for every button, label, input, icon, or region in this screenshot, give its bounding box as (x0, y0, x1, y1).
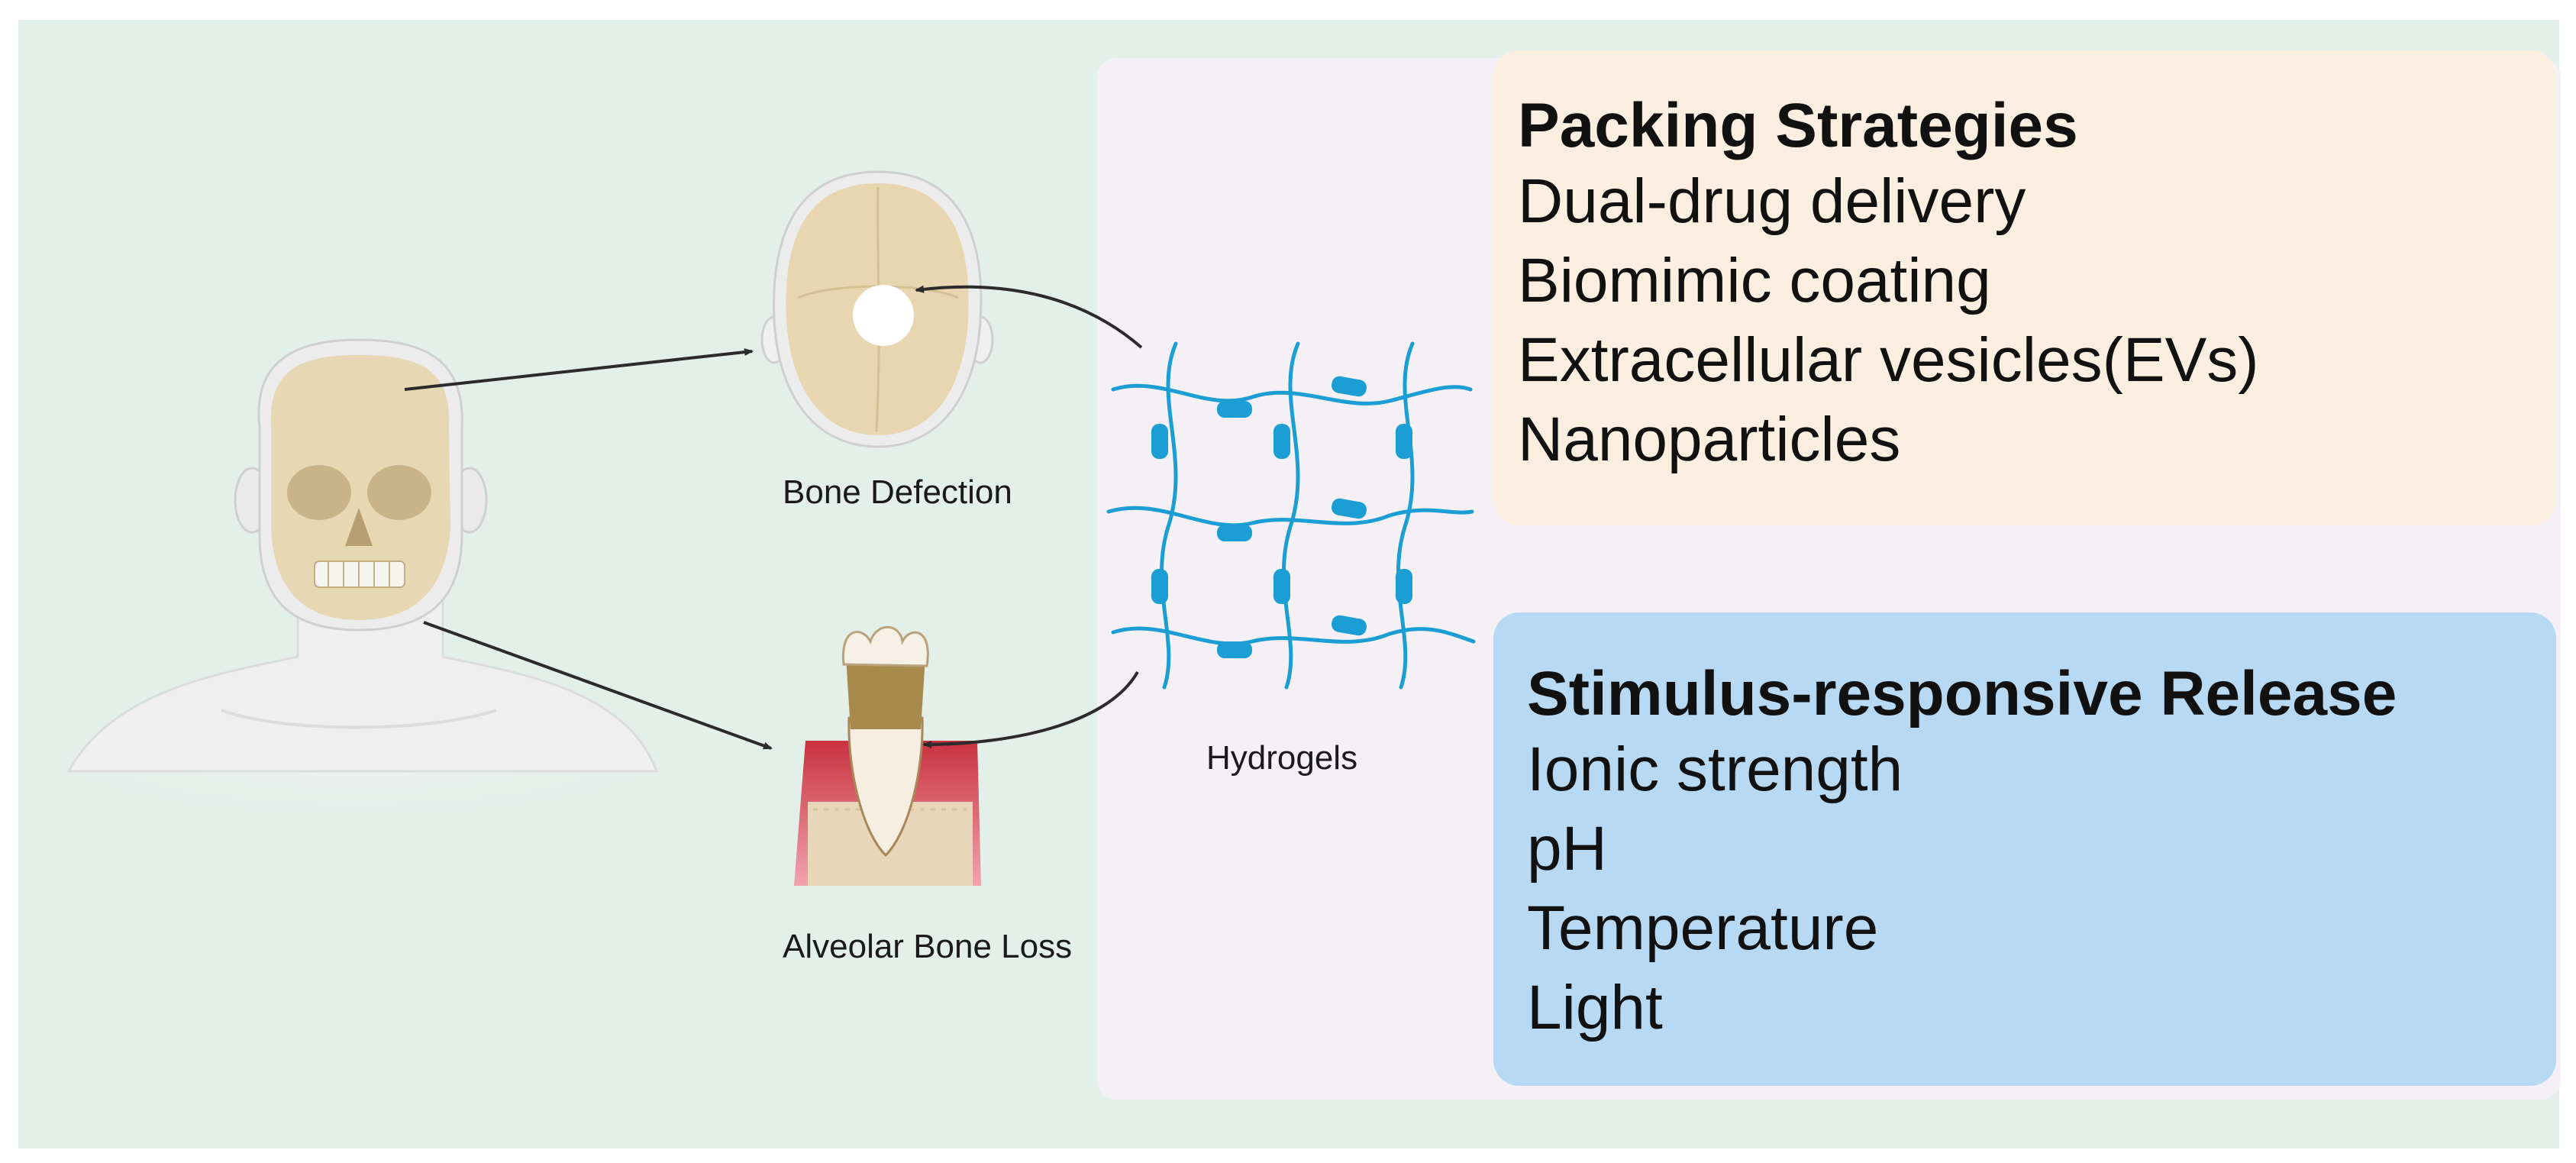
packing-item: Extracellular vesicles(EVs) (1518, 325, 2259, 395)
arrow-hydrogel-to-tooth (922, 671, 1139, 748)
packing-strategies-title: Packing Strategies (1518, 91, 2078, 160)
bone-defection-label: Bone Defection (783, 473, 1012, 511)
arrow-head-to-tooth (423, 621, 773, 750)
packing-item: Biomimic coating (1518, 246, 1991, 315)
stimulus-item: pH (1527, 814, 1607, 884)
stimulus-item: Temperature (1527, 893, 1879, 963)
hydrogel-network-icon (1106, 341, 1476, 690)
arrow-head-to-skull (404, 348, 754, 391)
packing-item: Nanoparticles (1518, 405, 1901, 474)
alveolar-bone-loss-label: Alveolar Bone Loss (783, 928, 1073, 965)
head-skull-illustration (61, 338, 659, 825)
stimulus-item: Light (1527, 973, 1663, 1042)
arrows (404, 285, 1143, 750)
stimulus-item: Ionic strength (1527, 735, 1903, 804)
stimulus-release-box (1493, 612, 2556, 1086)
packing-strategies-content: Packing Strategies Dual-drug delivery Bi… (1518, 90, 2259, 480)
arrow-hydrogel-to-skull (915, 285, 1143, 349)
stimulus-release-content: Stimulus-responsive Release Ionic streng… (1527, 658, 2397, 1048)
skull-top-defect-illustration (760, 170, 994, 448)
packing-strategies-box (1493, 50, 2556, 525)
stimulus-release-title: Stimulus-responsive Release (1527, 659, 2397, 728)
tooth-bone-loss-illustration (794, 625, 981, 886)
hydrogels-label: Hydrogels (1206, 739, 1358, 777)
packing-item: Dual-drug delivery (1518, 166, 2026, 236)
